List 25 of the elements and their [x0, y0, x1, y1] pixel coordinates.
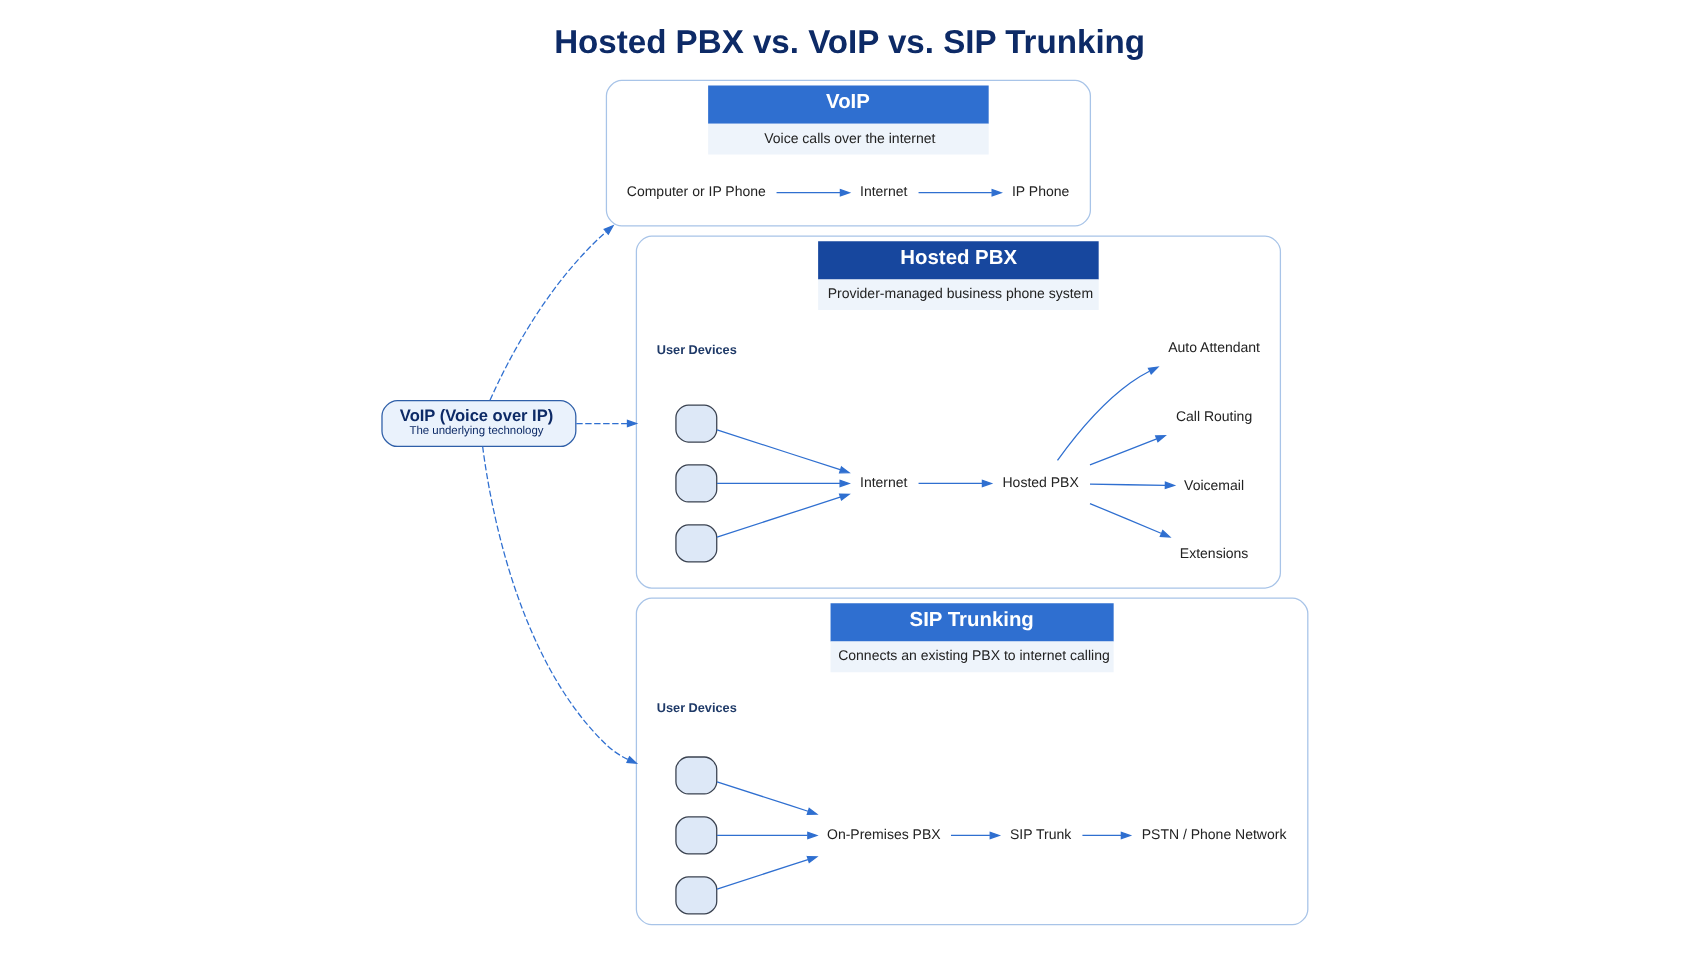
- arrow: [917, 187, 1003, 196]
- arrow: [716, 780, 819, 814]
- arrow: [1081, 830, 1133, 839]
- node-box: [675, 403, 718, 442]
- arrow: [1089, 501, 1172, 537]
- arrow: [775, 187, 852, 196]
- node-box: [675, 875, 718, 914]
- node-box: [675, 815, 718, 854]
- arrow: [1089, 480, 1177, 489]
- arrow: [950, 830, 1002, 839]
- arrow: [716, 492, 851, 537]
- arrow: [575, 418, 639, 427]
- arrow: [716, 428, 851, 473]
- arrow: [1089, 433, 1167, 465]
- arrow: [716, 854, 819, 889]
- arrow: [716, 478, 851, 487]
- node-box: [675, 523, 718, 562]
- node-box: [675, 755, 718, 794]
- arrow: [917, 478, 994, 487]
- arrow: [482, 444, 639, 764]
- arrow: [1056, 365, 1160, 460]
- diagram-title: Hosted PBX vs. VoIP vs. SIP Trunking: [554, 22, 1146, 61]
- arrow: [716, 830, 819, 839]
- arrow: [489, 223, 615, 400]
- node-box: [675, 463, 718, 502]
